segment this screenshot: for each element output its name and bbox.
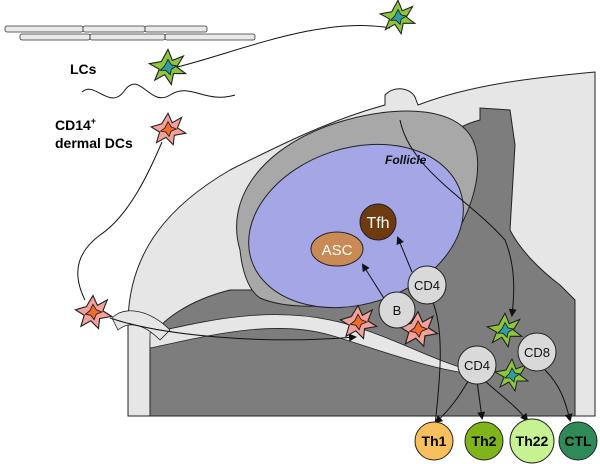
label-tfh: Tfh <box>366 215 389 232</box>
lymphocyte-icon <box>517 332 557 372</box>
outcome-label-th1: Th1 <box>422 433 447 449</box>
dermal-boundary-line <box>81 83 236 99</box>
lc-dendritic-cell-icon <box>148 48 187 86</box>
label-cd4-paracortex: CD4 <box>464 358 490 373</box>
label-cd8: CD8 <box>524 345 550 360</box>
afferent-lymph-vessel <box>111 310 171 341</box>
label-dermal-dcs: dermal DCs <box>55 135 133 151</box>
lc-dendritic-cell-icon <box>379 0 416 35</box>
label-cd4-follicle: CD4 <box>414 278 440 293</box>
asc-cell <box>310 231 364 267</box>
outcome-circle-th22 <box>509 418 555 464</box>
outcome-group: Th1 Th2 Th22 CTL <box>414 418 598 464</box>
label-asc: ASC <box>322 242 353 259</box>
outcome-arrows <box>434 369 573 424</box>
lymphocyte-icon <box>378 291 416 329</box>
label-cd14: CD14+ <box>55 116 96 133</box>
label-lcs: LCs <box>70 61 97 77</box>
outcome-label-ctl: CTL <box>564 433 592 449</box>
tfh-cell <box>359 203 397 241</box>
lymphocyte-icon <box>457 345 497 385</box>
dermal-dendritic-cell-icon <box>74 294 113 330</box>
label-b-cell: B <box>393 303 402 318</box>
migration-trails <box>77 24 517 342</box>
differentiation-arrows <box>361 236 441 426</box>
outcome-circle-th1 <box>414 421 454 461</box>
outcome-circle-th2 <box>464 421 504 461</box>
lymphocyte-icon <box>407 265 447 305</box>
dermal-dendritic-cell-icon <box>150 112 187 146</box>
label-follicle: Follicle <box>385 153 427 167</box>
outcome-label-th22: Th22 <box>516 433 549 449</box>
epidermis-layer <box>4 25 256 41</box>
outcome-circle-ctl <box>558 421 598 461</box>
outcome-label-th2: Th2 <box>472 433 497 449</box>
